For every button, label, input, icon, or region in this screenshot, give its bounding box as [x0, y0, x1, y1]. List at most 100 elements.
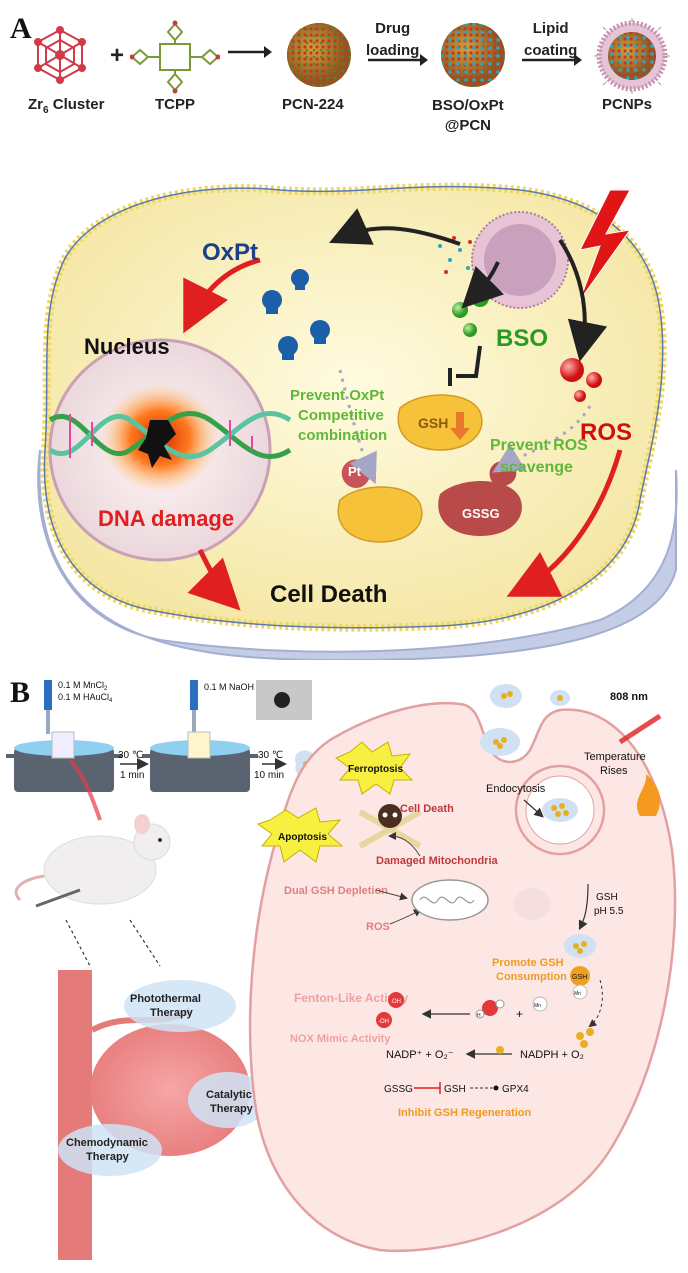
tumor-cell-membrane	[248, 701, 677, 1253]
gsh-ball-label: GSH	[572, 974, 587, 981]
mn-label-2: Mn	[574, 991, 581, 997]
bso-oxpt-pcn-particle-icon	[441, 23, 505, 87]
gsh-label: GSH	[418, 415, 448, 431]
nanoflower-inside	[564, 934, 596, 958]
ferroptosis-burst	[334, 741, 414, 795]
nadph-label: NADPH + O₂	[520, 1049, 584, 1061]
prevent-oxpt-line1: Prevent OxPt	[290, 387, 384, 404]
cell-diagram: OxPt Nucleus BSO ROS GSH Pt GSSG Prevent…	[37, 182, 678, 660]
gssg-enzyme-icon	[438, 480, 522, 536]
step1-time: 1 min	[120, 770, 144, 781]
pipette-icon-1	[44, 680, 52, 734]
tcpp-molecule-icon	[130, 20, 220, 94]
nanoflower-outside-3	[550, 690, 570, 706]
chemodynamic-line1: Chemodynamic	[66, 1137, 148, 1149]
prevent-oxpt-line2: Competitive	[298, 407, 384, 424]
oh-label-2: ·OH	[378, 1019, 389, 1025]
gsh-ph-line2: pH 5.5	[594, 906, 624, 917]
zr6-cluster-label: Zr6 Cluster	[28, 96, 105, 116]
oh-radical-icon-2	[376, 1012, 392, 1028]
ros-b-label: ROS	[366, 921, 390, 933]
gsh-ball-icon	[570, 966, 590, 986]
oxpt-label: OxPt	[202, 239, 258, 266]
mouse-icon	[14, 814, 171, 905]
dual-gsh-label: Dual GSH Depletion	[284, 885, 388, 897]
ferroptosis-label: Ferroptosis	[348, 764, 403, 775]
prevent-ros-line2: scavenge	[500, 459, 573, 476]
plus-b: +	[516, 1007, 523, 1021]
reagent-haucl4: 0.1 M HAuCl4	[58, 692, 113, 704]
panel-b-diagram: 0.1 M MnCl2 0.1 M HAuCl4 0.1 M NaOH 30 ℃…	[6, 680, 677, 1260]
plus-sign: +	[110, 42, 125, 69]
panel-a-letter: A	[10, 12, 32, 45]
promote-gsh-line2: Consumption	[496, 971, 567, 983]
photothermal-line1: Photothermal	[130, 993, 201, 1005]
photothermal-line2: Therapy	[150, 1007, 194, 1019]
catalytic-line1: Catalytic	[206, 1089, 252, 1101]
step2-time: 10 min	[254, 770, 284, 781]
h2o2-molecule-icon	[482, 1000, 498, 1016]
synthesis-arrow-1	[228, 46, 272, 58]
bso-label: BSO	[496, 325, 548, 352]
panel-b-letter: B	[10, 676, 31, 709]
h2o2-label: H	[477, 1013, 481, 1019]
cell-death-label: Cell Death	[270, 581, 387, 608]
mn-label-1: Mn	[534, 1003, 541, 1009]
pipette-icon-2	[190, 680, 198, 734]
gsh-ph-line1: GSH	[596, 892, 618, 903]
mn-ion-icon-1	[532, 996, 548, 1012]
endocytosis-label: Endocytosis	[486, 783, 546, 795]
step2-temp: 30 ℃	[258, 750, 283, 761]
nucleus-label: Nucleus	[84, 334, 170, 359]
cell-death-b-label: Cell Death	[400, 803, 454, 815]
pcnps-particle-icon	[594, 18, 670, 94]
bso-oxpt-pcn-label: BSO/OxPt@PCN	[432, 97, 504, 134]
fenton-label: Fenton-Like Activity	[294, 991, 409, 1005]
reaction-pot-2	[142, 731, 258, 792]
oh-label-1: ·OH	[390, 999, 401, 1005]
reagent-mncl2: 0.1 M MnCl2	[58, 680, 108, 692]
mn-ion-icon-2	[572, 984, 588, 1000]
reaction-pot-1	[6, 731, 122, 792]
pcn224-particle-icon	[287, 23, 351, 87]
tcpp-label: TCPP	[155, 96, 196, 113]
blood-vessel	[58, 970, 92, 1260]
gssg-label: GSSG	[462, 506, 500, 521]
dna-damage-icon	[138, 420, 176, 468]
nanoflower-outside-2	[480, 728, 520, 756]
synthesis-arrow-2	[368, 54, 428, 66]
nadp-label: NADP⁺ + O₂⁻	[386, 1049, 454, 1061]
flame-icon	[636, 774, 661, 816]
zr6-cluster-icon	[34, 26, 86, 84]
pt-enzyme-icon	[337, 486, 423, 543]
nox-label: NOX Mimic Activity	[290, 1033, 391, 1045]
pcn224-label: PCN-224	[282, 96, 344, 113]
prevent-ros-line1: Prevent ROS	[490, 437, 588, 454]
skull-crossbones-icon	[358, 804, 422, 849]
gsh-b-label: GSH	[444, 1084, 466, 1095]
laser-label: 808 nm	[610, 691, 648, 703]
gssg-b-label: GSSG	[384, 1084, 413, 1095]
lightning-icon	[579, 189, 632, 301]
damaged-mito-label: Damaged Mitochondria	[376, 855, 499, 867]
catalytic-line2: Therapy	[210, 1103, 254, 1115]
apoptosis-burst	[256, 807, 344, 863]
gpx4-label: GPX4	[502, 1084, 529, 1095]
mitochondria-icon	[411, 879, 489, 921]
inhibit-gsh-label: Inhibit GSH Regeneration	[398, 1107, 532, 1119]
temperature-line2: Rises	[600, 765, 628, 777]
ros-label: ROS	[580, 419, 632, 446]
promote-gsh-line1: Promote GSH	[492, 957, 564, 969]
apoptosis-label: Apoptosis	[278, 832, 327, 843]
synthesis-arrow-3	[522, 54, 582, 66]
temperature-line1: Temperature	[584, 751, 646, 763]
pt-label: Pt	[348, 464, 362, 479]
reagent-naoh: 0.1 M NaOH	[204, 682, 254, 692]
step1-temp: 30 ℃	[118, 750, 143, 761]
prevent-oxpt-line3: combination	[298, 427, 387, 444]
nanoflower-outside-1	[490, 684, 522, 708]
pcnps-label: PCNPs	[602, 96, 653, 113]
laser-beam	[618, 713, 662, 745]
